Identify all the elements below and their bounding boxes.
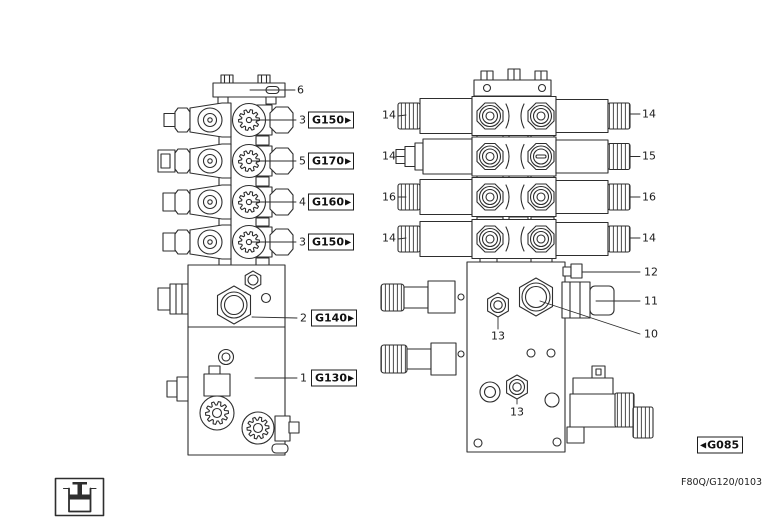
callout-14-row1-right: 14 [642, 107, 656, 121]
pilot-cartridge-bottom [380, 342, 465, 376]
right-arrow-icon: ▶ [348, 373, 355, 382]
ref-label: G170 [312, 154, 344, 168]
ref-link-g150-1[interactable]: G150 ▶ [308, 111, 355, 129]
callout-14-row4-right: 14 [642, 231, 656, 245]
left-stack-section-4 [162, 224, 297, 260]
ref-label: G140 [315, 311, 347, 325]
right-arrow-icon: ▶ [345, 197, 352, 206]
callout-16-row3-right: 16 [642, 190, 656, 204]
ref-link-g085-back[interactable]: ◀ G085 [697, 436, 744, 454]
right-arrow-icon: ▶ [345, 115, 352, 124]
right-mounting-bracket [473, 68, 552, 102]
ref-label: G130 [315, 371, 347, 385]
callout-13-top: 13 [491, 329, 505, 343]
ref-label: G085 [707, 438, 740, 452]
ref-link-g130[interactable]: G130 ▶ [311, 369, 358, 387]
callout-2: 2 [300, 311, 307, 325]
left-stack-section-1 [163, 102, 297, 138]
callout-1: 1 [300, 371, 307, 385]
callout-12: 12 [644, 265, 658, 279]
right-stack-row-2 [395, 136, 641, 177]
ref-link-g160[interactable]: G160 ▶ [308, 193, 355, 211]
right-arrow-icon: ▶ [345, 237, 352, 246]
right-arrow-icon: ▶ [345, 156, 352, 165]
figure-code: F80Q/G120/0103 [681, 477, 763, 488]
ref-link-g170[interactable]: G170 ▶ [308, 152, 355, 170]
solenoid-valve [566, 365, 654, 444]
left-stack-connectors [218, 135, 270, 267]
callout-10: 10 [644, 327, 658, 341]
ref-label: G150 [312, 235, 344, 249]
left-stack-section-3 [162, 184, 297, 220]
left-stack-top-bar [212, 74, 296, 105]
callout-3-bottom: 3 [299, 235, 306, 249]
ref-link-g140[interactable]: G140 ▶ [311, 309, 358, 327]
left-manifold-block [157, 264, 300, 456]
callout-11: 11 [644, 294, 658, 308]
right-stack-row-3 [397, 176, 641, 218]
callout-14-row1-left: 14 [382, 108, 396, 122]
callout-14-row4-left: 14 [382, 231, 396, 245]
left-arrow-icon: ◀ [700, 440, 707, 449]
right-manifold-plate [466, 261, 641, 453]
left-valve-stack [157, 74, 300, 456]
callout-16-row3-left: 16 [382, 190, 396, 204]
cylinder-icon [54, 477, 105, 517]
ref-link-g150-2[interactable]: G150 ▶ [308, 233, 355, 251]
pilot-cartridge-top [380, 280, 465, 314]
callout-4: 4 [299, 195, 306, 209]
callout-5: 5 [299, 154, 306, 168]
right-arrow-icon: ▶ [348, 313, 355, 322]
callout-6: 6 [297, 83, 304, 97]
right-stack-row-4 [397, 218, 641, 260]
left-stack-section-2 [157, 143, 297, 179]
callout-13-bottom: 13 [510, 405, 524, 419]
callout-15: 15 [642, 149, 656, 163]
callout-3-top: 3 [299, 113, 306, 127]
ref-label: G150 [312, 113, 344, 127]
callout-14-row2-left: 14 [382, 149, 396, 163]
right-stack-row-1 [397, 95, 641, 137]
right-valve-stack [380, 68, 654, 453]
ref-label: G160 [312, 195, 344, 209]
